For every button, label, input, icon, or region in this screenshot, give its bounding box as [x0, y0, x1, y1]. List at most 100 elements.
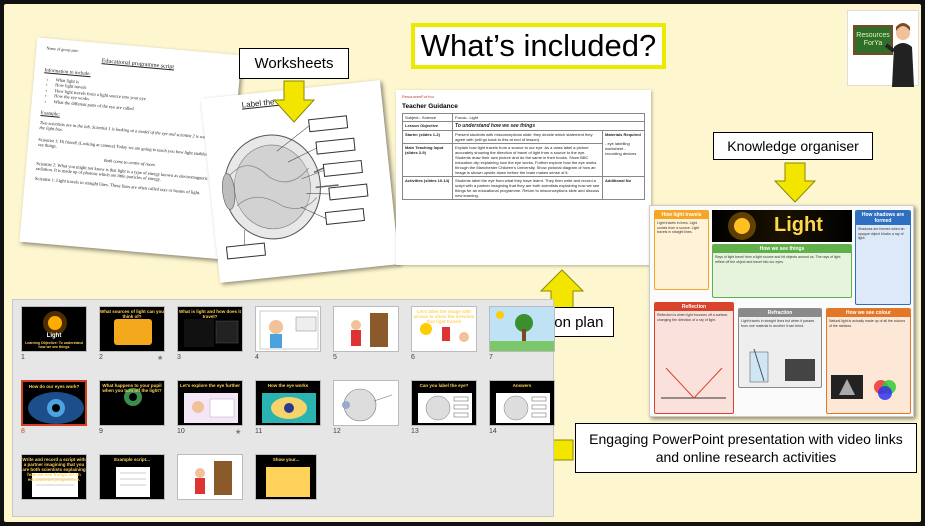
- slide-number: 13: [411, 428, 419, 435]
- reflection-diagram-icon: [661, 367, 726, 399]
- slide-number: 12: [333, 428, 341, 435]
- glass-of-water-icon: [749, 348, 815, 383]
- slide-transition-star-icon: ★: [157, 355, 164, 362]
- slide-thumbnail-art: [28, 392, 84, 424]
- lesson-plan-document: ResourcesForYou Teacher Guidance Subject…: [396, 90, 651, 265]
- slide-thumbnail[interactable]: [177, 454, 243, 500]
- ko-box-shadows: How shadows are formed Shadows are forme…: [855, 210, 911, 305]
- slide-thumbnail[interactable]: Can you label the eye?: [411, 380, 477, 426]
- slide-thumbnail-title: Let's label the image with arrows to sho…: [413, 309, 475, 324]
- slide-transition-star-icon: ★: [235, 429, 242, 436]
- slide-thumbnail[interactable]: Example script...: [99, 454, 165, 500]
- chalkboard: Resources ForYa: [853, 25, 893, 55]
- ko-box-heading: How shadows are formed: [856, 211, 910, 225]
- lesson-row-name: Activities (slides 10-14): [402, 176, 453, 200]
- slide-thumbnail-title: Show your...: [272, 457, 300, 462]
- page-title: What’s included?: [420, 28, 657, 63]
- slide-thumbnail-title: Answers: [512, 383, 532, 388]
- slide-thumbnail[interactable]: How do our eyes work?: [21, 380, 87, 426]
- slide-number: 11: [255, 428, 263, 435]
- slide-thumbnail[interactable]: Answers: [489, 380, 555, 426]
- slide-thumbnail-title: Write and record a script with a partner…: [22, 457, 86, 482]
- slide-thumbnail[interactable]: [489, 306, 555, 352]
- ko-box-refraction: Refraction Light travels in straight lin…: [738, 308, 822, 388]
- arrow-down-worksheets: [272, 80, 316, 123]
- lesson-materials: - eye labelling worksheet - recording de…: [605, 141, 637, 156]
- slide-canvas: What’s included? Resources ForYa Name of…: [4, 4, 921, 522]
- sun-icon: [728, 212, 756, 240]
- slide-thumbnail-art: [116, 467, 150, 497]
- lesson-table: Subject:- Science Focus:- Light Lesson O…: [402, 113, 645, 200]
- slide-number: 5: [333, 354, 337, 361]
- slide-thumbnail-subtitle: Learning Objective: To understand how we…: [25, 341, 83, 349]
- ko-box-heading: How we see colour: [827, 309, 910, 317]
- ko-box-heading: Reflection: [655, 303, 733, 311]
- slide-thumbnail-title: Example script...: [114, 457, 150, 462]
- lesson-objective-label: Lesson Objective: [402, 121, 453, 131]
- slide-thumbnail-art: [266, 467, 310, 497]
- slide-thumbnail-art: [496, 393, 550, 423]
- slide-thumbnail-title: Let's explore the eye further: [179, 383, 241, 388]
- ko-box-heading: Refraction: [739, 309, 821, 317]
- slide-thumbnail[interactable]: What is light and how does it travel?: [177, 306, 243, 352]
- logo-text-1: Resources: [856, 32, 890, 39]
- slide-thumbnail-art: [114, 319, 152, 345]
- arrow-down-knowledge-organiser: [773, 162, 817, 203]
- slide-thumbnail-art: [124, 388, 142, 406]
- slide-thumbnail-title: Light: [46, 333, 62, 339]
- slide-thumbnail-art: [420, 323, 469, 342]
- logo-text-2: ForYa: [863, 39, 883, 47]
- slide-number: 1: [21, 354, 25, 361]
- label-knowledge-organiser-text: Knowledge organiser: [727, 138, 859, 154]
- lesson-objective: To understand how we see things: [452, 121, 645, 131]
- label-knowledge-organiser: Knowledge organiser: [713, 132, 873, 160]
- ko-box-text: Rays of light travel from a light source…: [715, 255, 841, 264]
- slide-thumbnail[interactable]: [333, 380, 399, 426]
- slide-thumbnail[interactable]: Write and record a script with a partner…: [21, 454, 87, 500]
- ko-box-colour: How we see colour Natural light is actua…: [826, 308, 911, 414]
- ko-box-how-we-see: How we see things Rays of light travel f…: [712, 244, 852, 298]
- slide-thumbnail-art: [184, 319, 239, 347]
- lesson-row-text: Present students with misconceptions sli…: [452, 130, 603, 144]
- lesson-brand: ResourcesForYou: [402, 94, 434, 99]
- slide-number: 8: [21, 428, 25, 435]
- knowledge-organiser-poster: Light How light travels Light travels in…: [649, 205, 914, 417]
- slide-thumbnail-art: [342, 388, 393, 422]
- slide-thumbnail-art: [184, 393, 238, 423]
- slide-thumbnail-title: Can you label the eye?: [419, 383, 469, 388]
- label-powerpoint: Engaging PowerPoint presentation with vi…: [575, 423, 917, 473]
- eye-diagram: [222, 115, 369, 260]
- slide-thumbnail-art: [195, 461, 232, 495]
- colour-wheel-icon: [831, 375, 896, 400]
- lesson-subject: Subject:- Science: [402, 113, 453, 122]
- lesson-row-name: Main Teaching Input (slides 3-9): [402, 143, 453, 177]
- logo: Resources ForYa: [847, 10, 919, 87]
- slide-thumbnail[interactable]: How the eye works: [255, 380, 321, 426]
- lesson-additional-label: Additional No: [602, 176, 645, 200]
- slide-thumbnail[interactable]: Let's explore the eye further: [177, 380, 243, 426]
- slide-thumbnail[interactable]: Let's label the image with arrows to sho…: [411, 306, 477, 352]
- slide-thumbnail-title: What is light and how does it travel?: [179, 309, 241, 319]
- slide-number: 2: [99, 354, 103, 361]
- slide-thumbnail-title: How do our eyes work?: [28, 384, 80, 389]
- label-powerpoint-text: Engaging PowerPoint presentation with vi…: [589, 430, 903, 465]
- ko-box-text: Light travels in lines. Light comes from…: [657, 221, 700, 235]
- lesson-row-name: Starter (slides 1-2): [402, 130, 453, 144]
- ko-box-heading: How light travels: [655, 211, 708, 219]
- label-worksheets: Worksheets: [239, 48, 349, 79]
- slide-thumbnail[interactable]: [255, 306, 321, 352]
- lesson-materials-cell: Materials Required - eye labelling works…: [602, 130, 645, 177]
- ko-title: Light: [774, 214, 823, 236]
- slide-number: 14: [489, 428, 497, 435]
- slide-thumbnail[interactable]: What sources of light can you think of?: [99, 306, 165, 352]
- slide-thumbnail[interactable]: What happens to your pupil when you turn…: [99, 380, 165, 426]
- slide-thumbnail[interactable]: Show your...: [255, 454, 317, 500]
- slide-thumbnail-art: [259, 310, 319, 350]
- slide-thumbnail-art: [351, 313, 388, 347]
- slide-number: 9: [99, 428, 103, 435]
- lesson-focus: Focus:- Light: [452, 113, 645, 122]
- slide-thumbnail[interactable]: [333, 306, 399, 352]
- ko-box-reflection: Reflection Reflection is when light boun…: [654, 302, 734, 414]
